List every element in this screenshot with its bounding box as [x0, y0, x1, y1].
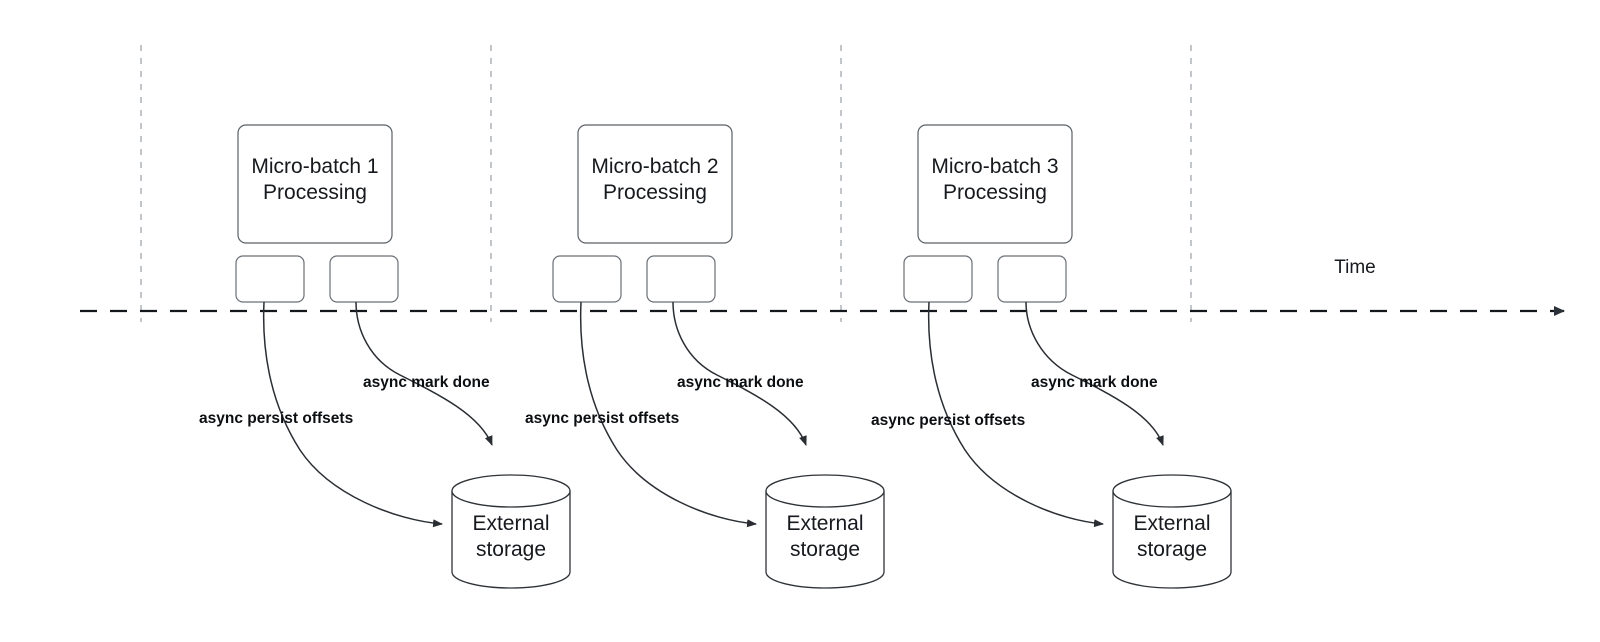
external-storage-cylinder-body[interactable] — [765, 490, 885, 589]
mark-done-task-box[interactable] — [646, 255, 716, 303]
external-storage-label-line2: storage — [476, 538, 546, 561]
async-mark-done-edge-label: async mark done — [1031, 374, 1158, 391]
async-mark-done-edge — [1025, 301, 1164, 446]
external-storage-label-line1: External — [472, 512, 549, 535]
micro-batch-label-line2: Processing — [263, 181, 367, 204]
offset-task-box[interactable] — [235, 255, 305, 303]
micro-batch-processing-box[interactable] — [917, 124, 1073, 244]
offset-task-box[interactable] — [903, 255, 973, 303]
micro-batch-label-line1: Micro-batch 2 — [591, 155, 718, 178]
external-storage-label-line2: storage — [1137, 538, 1207, 561]
async-mark-done-edge — [672, 301, 807, 446]
offset-task-box[interactable] — [552, 255, 622, 303]
external-storage-cylinder-body[interactable] — [1112, 490, 1232, 589]
external-storage-cylinder-top — [765, 474, 885, 508]
time-axis-label: Time — [1334, 257, 1376, 278]
async-persist-offsets-edge — [927, 301, 1104, 528]
async-mark-done-edge — [355, 301, 493, 446]
external-storage-cylinder-top — [1112, 474, 1232, 508]
external-storage-label-line1: External — [786, 512, 863, 535]
micro-batch-processing-box[interactable] — [237, 124, 393, 244]
micro-batch-label-line2: Processing — [603, 181, 707, 204]
external-storage-cylinder-top — [451, 474, 571, 508]
micro-batch-label-line2: Processing — [943, 181, 1047, 204]
external-storage-label-line2: storage — [790, 538, 860, 561]
async-persist-offsets-edge-label: async persist offsets — [871, 412, 1025, 429]
async-persist-offsets-edge — [579, 301, 757, 528]
external-storage-label-line1: External — [1133, 512, 1210, 535]
async-mark-done-edge-label: async mark done — [363, 374, 490, 391]
external-storage-cylinder-body[interactable] — [451, 490, 571, 589]
micro-batch-groups: Micro-batch 1ProcessingExternalstorageMi… — [235, 124, 1232, 589]
micro-batch-processing-box[interactable] — [577, 124, 733, 244]
micro-batch-label-line1: Micro-batch 1 — [251, 155, 378, 178]
async-persist-offsets-edge-label: async persist offsets — [199, 410, 353, 427]
micro-batch-label-line1: Micro-batch 3 — [931, 155, 1058, 178]
async-persist-offsets-edge — [262, 301, 443, 528]
mark-done-task-box[interactable] — [997, 255, 1067, 303]
text-label-layer: Time async persist offsets async mark done… — [199, 257, 1376, 429]
async-mark-done-edge-label: async mark done — [677, 374, 804, 391]
async-persist-offsets-edge-label: async persist offsets — [525, 410, 679, 427]
mark-done-task-box[interactable] — [329, 255, 399, 303]
